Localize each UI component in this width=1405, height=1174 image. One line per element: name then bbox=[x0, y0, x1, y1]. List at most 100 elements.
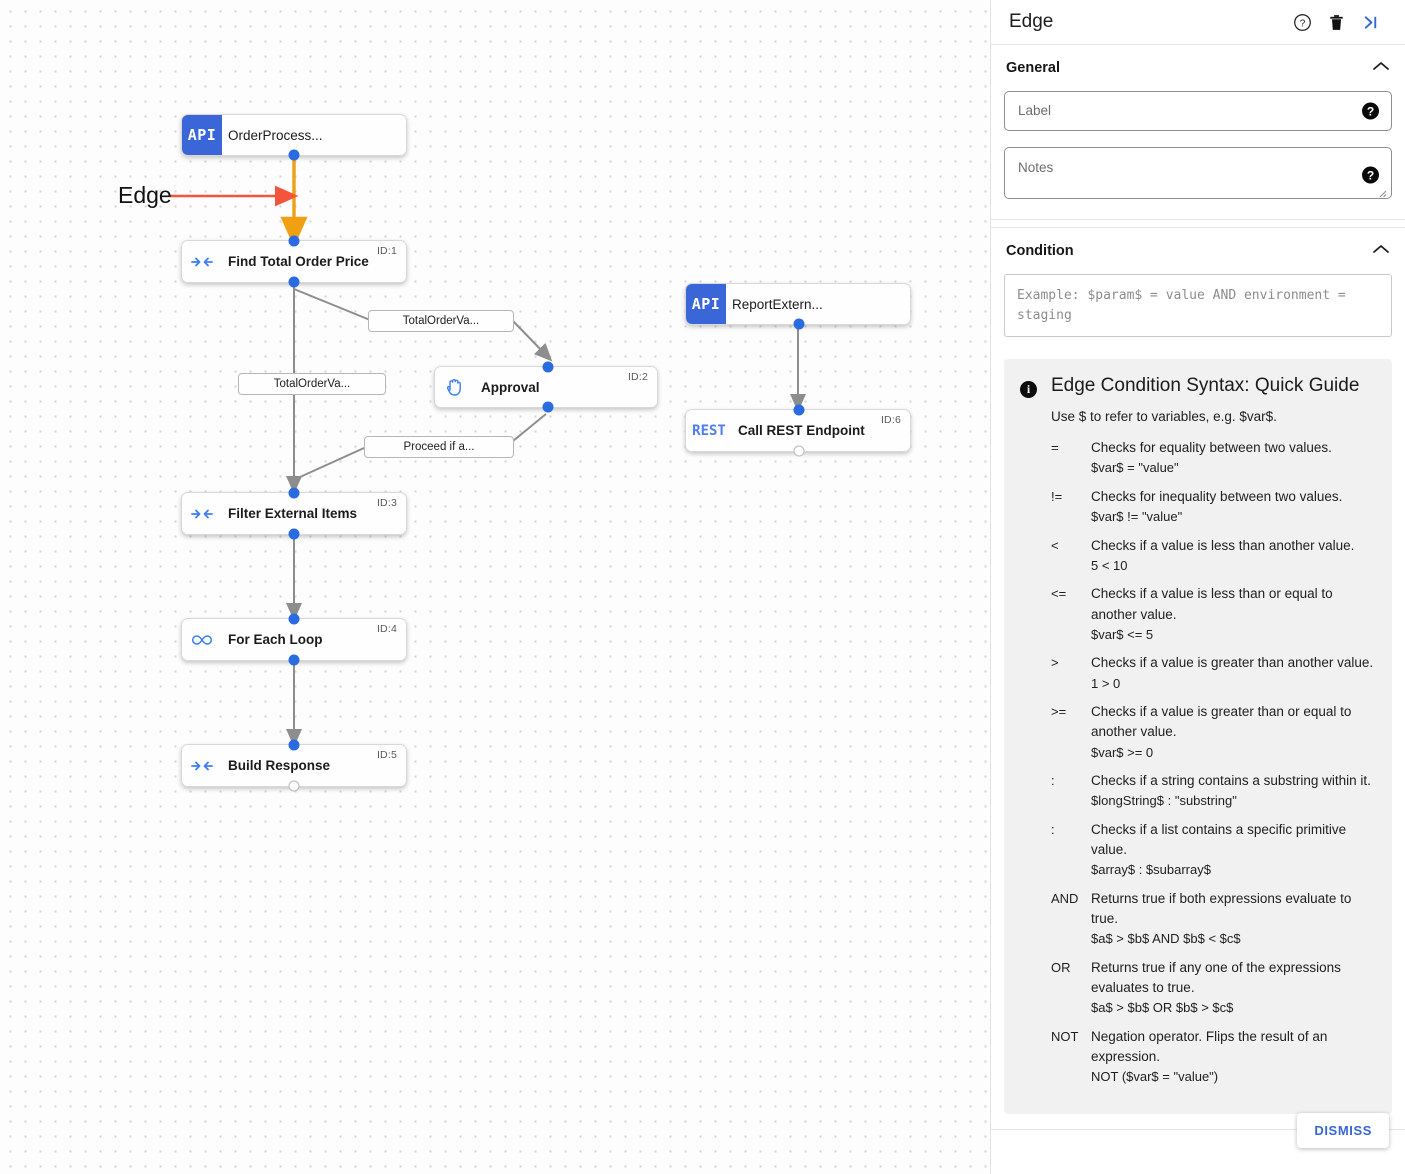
merge-arrows-icon bbox=[182, 745, 222, 786]
chevron-up-icon[interactable] bbox=[1372, 59, 1390, 77]
edge-annotation-label: Edge bbox=[118, 182, 172, 208]
operator-row: : Checks if a list contains a specific pr… bbox=[1051, 820, 1376, 880]
label-field[interactable]: Label ? bbox=[1004, 91, 1392, 131]
panel-body: General Label ? Notes ? bbox=[991, 45, 1405, 1129]
operator-row: <=Checks if a value is less than or equa… bbox=[1051, 584, 1376, 644]
operator-example: $a$ > $b$ AND $b$ < $c$ bbox=[1091, 931, 1241, 947]
node-for-each-loop[interactable]: For Each Loop ID:4 bbox=[181, 613, 407, 666]
operator-description: Checks if a string contains a substring … bbox=[1091, 773, 1371, 788]
operator-description: Returns true if any one of the expressio… bbox=[1091, 959, 1341, 995]
node-id-badge: ID:2 bbox=[627, 371, 648, 383]
node-input-port[interactable] bbox=[542, 361, 554, 373]
rest-icon: REST bbox=[692, 422, 726, 439]
operator-example: 1 > 0 bbox=[1091, 675, 1121, 691]
node-output-port[interactable] bbox=[288, 276, 300, 288]
node-input-port[interactable] bbox=[288, 235, 300, 247]
trash-icon[interactable] bbox=[1319, 13, 1353, 32]
operator-example: NOT ($var$ = "value") bbox=[1091, 1069, 1219, 1085]
node-title: OrderProcess... bbox=[228, 127, 323, 143]
panel-title: Edge bbox=[1009, 11, 1054, 32]
node-id-badge: ID:6 bbox=[880, 414, 901, 426]
operator-symbol: : bbox=[1051, 821, 1055, 837]
guide-intro: Use $ to refer to variables, e.g. $var$. bbox=[1051, 409, 1277, 424]
help-circle-icon[interactable]: ? bbox=[1285, 13, 1319, 32]
operator-symbol: != bbox=[1051, 488, 1063, 504]
node-output-port[interactable] bbox=[793, 445, 805, 457]
condition-section-header[interactable]: Condition bbox=[1004, 242, 1392, 260]
node-id-badge: ID:3 bbox=[376, 497, 397, 509]
operator-example: $var$ <= 5 bbox=[1091, 626, 1154, 642]
dismiss-button[interactable]: DISMISS bbox=[1297, 1113, 1389, 1148]
general-section-header[interactable]: General bbox=[1004, 59, 1392, 77]
edge-label-box[interactable]: Proceed if a... bbox=[364, 436, 514, 458]
general-section-title: General bbox=[1006, 60, 1060, 76]
edge-label-box[interactable]: TotalOrderVa... bbox=[238, 373, 386, 395]
chevron-up-icon[interactable] bbox=[1372, 242, 1390, 260]
condition-section: Condition Example: $param$ = value AND e… bbox=[991, 227, 1405, 1129]
edge-label-box[interactable]: TotalOrderVa... bbox=[368, 310, 514, 332]
operator-description: Checks if a list contains a specific pri… bbox=[1091, 821, 1347, 857]
condition-input[interactable]: Example: $param$ = value AND environment… bbox=[1004, 274, 1392, 337]
node-reportextern[interactable]: API ReportExtern... bbox=[685, 283, 911, 330]
operator-description: Returns true if both expressions evaluat… bbox=[1091, 890, 1352, 926]
node-approval[interactable]: Approval ID:2 bbox=[434, 361, 658, 413]
api-icon: API bbox=[686, 284, 726, 324]
node-title: Approval bbox=[481, 379, 540, 395]
merge-arrows-icon bbox=[182, 241, 222, 282]
infinity-icon bbox=[182, 619, 222, 660]
operator-row: >=Checks if a value is greater than or e… bbox=[1051, 702, 1376, 762]
operator-list: = Checks for equality between two values.… bbox=[1051, 438, 1376, 1087]
node-output-port[interactable] bbox=[288, 654, 300, 666]
operator-example: $var$ >= 0 bbox=[1091, 744, 1154, 760]
node-input-port[interactable] bbox=[288, 487, 300, 499]
notes-help-icon[interactable]: ? bbox=[1362, 166, 1379, 184]
edge-properties-panel: Edge ? General Label bbox=[990, 0, 1405, 1174]
operator-description: Checks if a value is greater than or equ… bbox=[1091, 704, 1352, 740]
resize-grip-icon[interactable] bbox=[1377, 185, 1387, 198]
condition-quick-guide: i Edge Condition Syntax: Quick Guide Use… bbox=[1004, 359, 1392, 1114]
node-find-total-order-price[interactable]: Find Total Order Price ID:1 bbox=[181, 235, 407, 288]
guide-title: Edge Condition Syntax: Quick Guide bbox=[1051, 375, 1360, 396]
node-output-port[interactable] bbox=[793, 318, 805, 330]
node-orderprocess[interactable]: API OrderProcess... bbox=[181, 114, 407, 161]
collapse-panel-icon[interactable] bbox=[1353, 13, 1387, 32]
node-output-port[interactable] bbox=[542, 401, 554, 413]
node-call-rest-endpoint[interactable]: REST Call REST Endpoint ID:6 bbox=[685, 404, 911, 457]
node-input-port[interactable] bbox=[288, 739, 300, 751]
node-title: Call REST Endpoint bbox=[738, 423, 865, 438]
node-output-port[interactable] bbox=[288, 780, 300, 792]
node-input-port[interactable] bbox=[288, 613, 300, 625]
operator-symbol: NOT bbox=[1051, 1028, 1079, 1044]
hand-icon bbox=[435, 367, 475, 407]
operator-symbol: AND bbox=[1051, 890, 1079, 906]
node-title: Build Response bbox=[228, 758, 331, 773]
info-icon: i bbox=[1020, 381, 1037, 398]
operator-example: $var$ = "value" bbox=[1091, 460, 1179, 476]
panel-footer: DISMISS bbox=[991, 1113, 1405, 1174]
node-output-port[interactable] bbox=[288, 528, 300, 540]
operator-description: Checks for equality between two values. bbox=[1091, 440, 1332, 455]
notes-field[interactable]: Notes ? bbox=[1004, 147, 1392, 199]
operator-row: !=Checks for inequality between two valu… bbox=[1051, 487, 1376, 527]
operator-example: $array$ : $subarray$ bbox=[1091, 862, 1211, 878]
condition-section-title: Condition bbox=[1006, 243, 1074, 259]
node-title: For Each Loop bbox=[228, 632, 323, 647]
operator-row: >Checks if a value is greater than anoth… bbox=[1051, 653, 1376, 693]
operator-example: $var$ != "value" bbox=[1091, 509, 1183, 524]
operator-symbol: > bbox=[1051, 655, 1059, 671]
node-filter-external-items[interactable]: Filter External Items ID:3 bbox=[181, 487, 407, 540]
label-field-placeholder: Label bbox=[1018, 103, 1052, 118]
node-input-port[interactable] bbox=[793, 404, 805, 416]
node-output-port[interactable] bbox=[288, 149, 300, 161]
operator-row: AND Returns true if both expressions eval… bbox=[1051, 889, 1376, 949]
node-build-response[interactable]: Build Response ID:5 bbox=[181, 739, 407, 792]
label-help-icon[interactable]: ? bbox=[1362, 102, 1379, 120]
operator-symbol: = bbox=[1051, 440, 1059, 455]
node-id-badge: ID:1 bbox=[376, 245, 397, 257]
node-title: Find Total Order Price bbox=[228, 254, 369, 269]
panel-header: Edge ? bbox=[991, 0, 1405, 45]
flow-canvas[interactable]: Edge API OrderProcess... Find Total Orde… bbox=[0, 0, 990, 1174]
operator-example: 5 < 10 bbox=[1091, 557, 1128, 573]
merge-arrows-icon bbox=[182, 493, 222, 534]
operator-symbol: : bbox=[1051, 773, 1055, 788]
